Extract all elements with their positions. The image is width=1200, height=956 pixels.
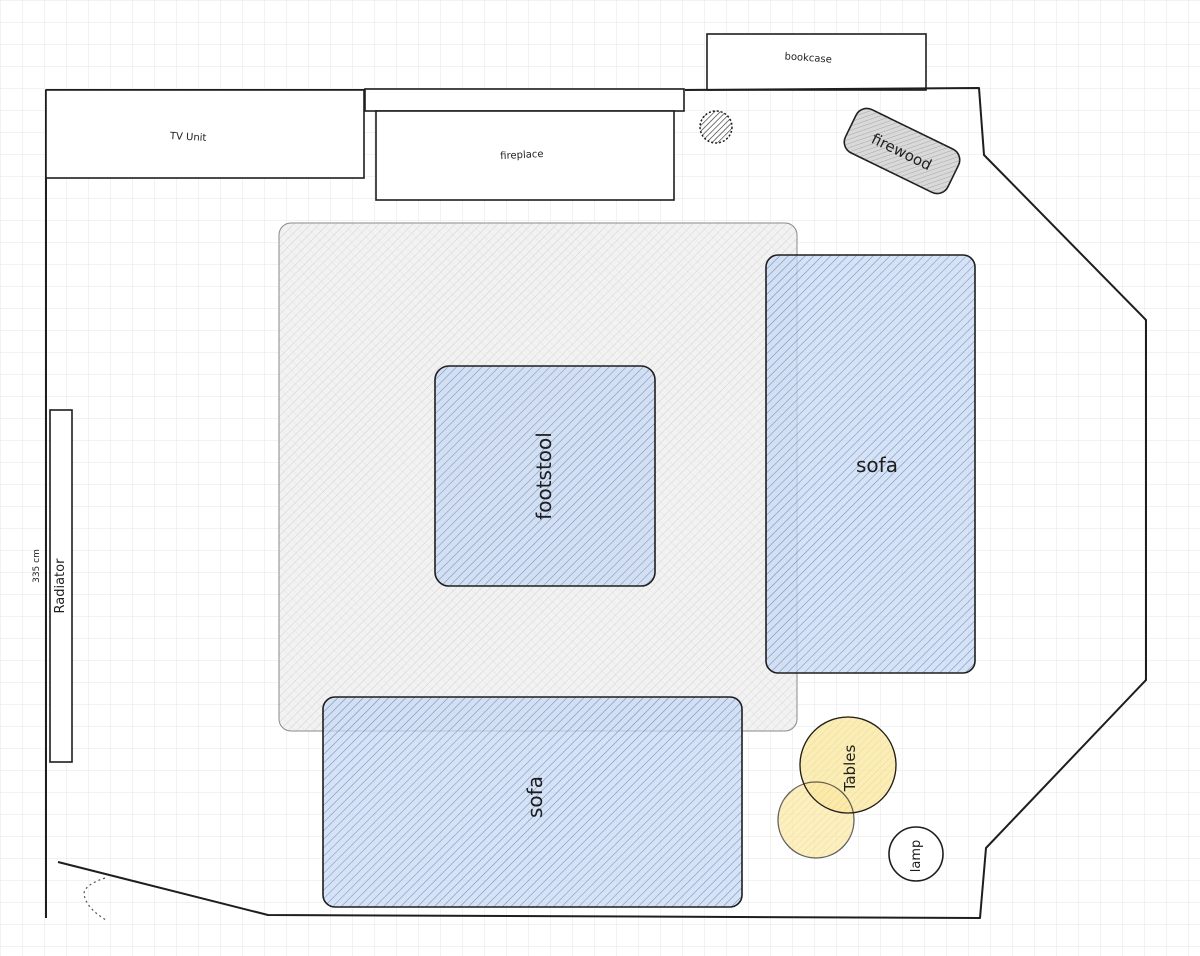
radiator-label: Radiator (53, 558, 68, 614)
tables[interactable]: Tables (777, 716, 897, 859)
footstool[interactable]: footstool (434, 365, 656, 587)
firewood[interactable]: firewood (840, 104, 964, 197)
fireplace[interactable]: fireplace (364, 88, 685, 201)
bookcase[interactable]: bookcase (706, 33, 927, 91)
dimension-label: 335 cm (32, 549, 42, 583)
tv-unit-label: TV Unit (169, 131, 207, 144)
radiator[interactable]: Radiator (49, 409, 73, 763)
door-swing-arc (83, 877, 107, 921)
sofa-right-label: sofa (856, 453, 898, 477)
sofa-bottom[interactable]: sofa (322, 696, 743, 908)
sofa-right[interactable]: sofa (765, 254, 976, 674)
footstool-label: footstool (532, 432, 556, 520)
bookcase-label: bookcase (784, 51, 832, 65)
lamp[interactable]: lamp (888, 826, 944, 882)
log-basket[interactable] (699, 110, 733, 144)
tv-unit[interactable]: TV Unit (45, 89, 365, 179)
tables-label: Tables (841, 745, 859, 793)
sofa-bottom-label: sofa (523, 776, 547, 818)
lamp-label: lamp (909, 840, 924, 873)
fireplace-label: fireplace (500, 149, 544, 162)
